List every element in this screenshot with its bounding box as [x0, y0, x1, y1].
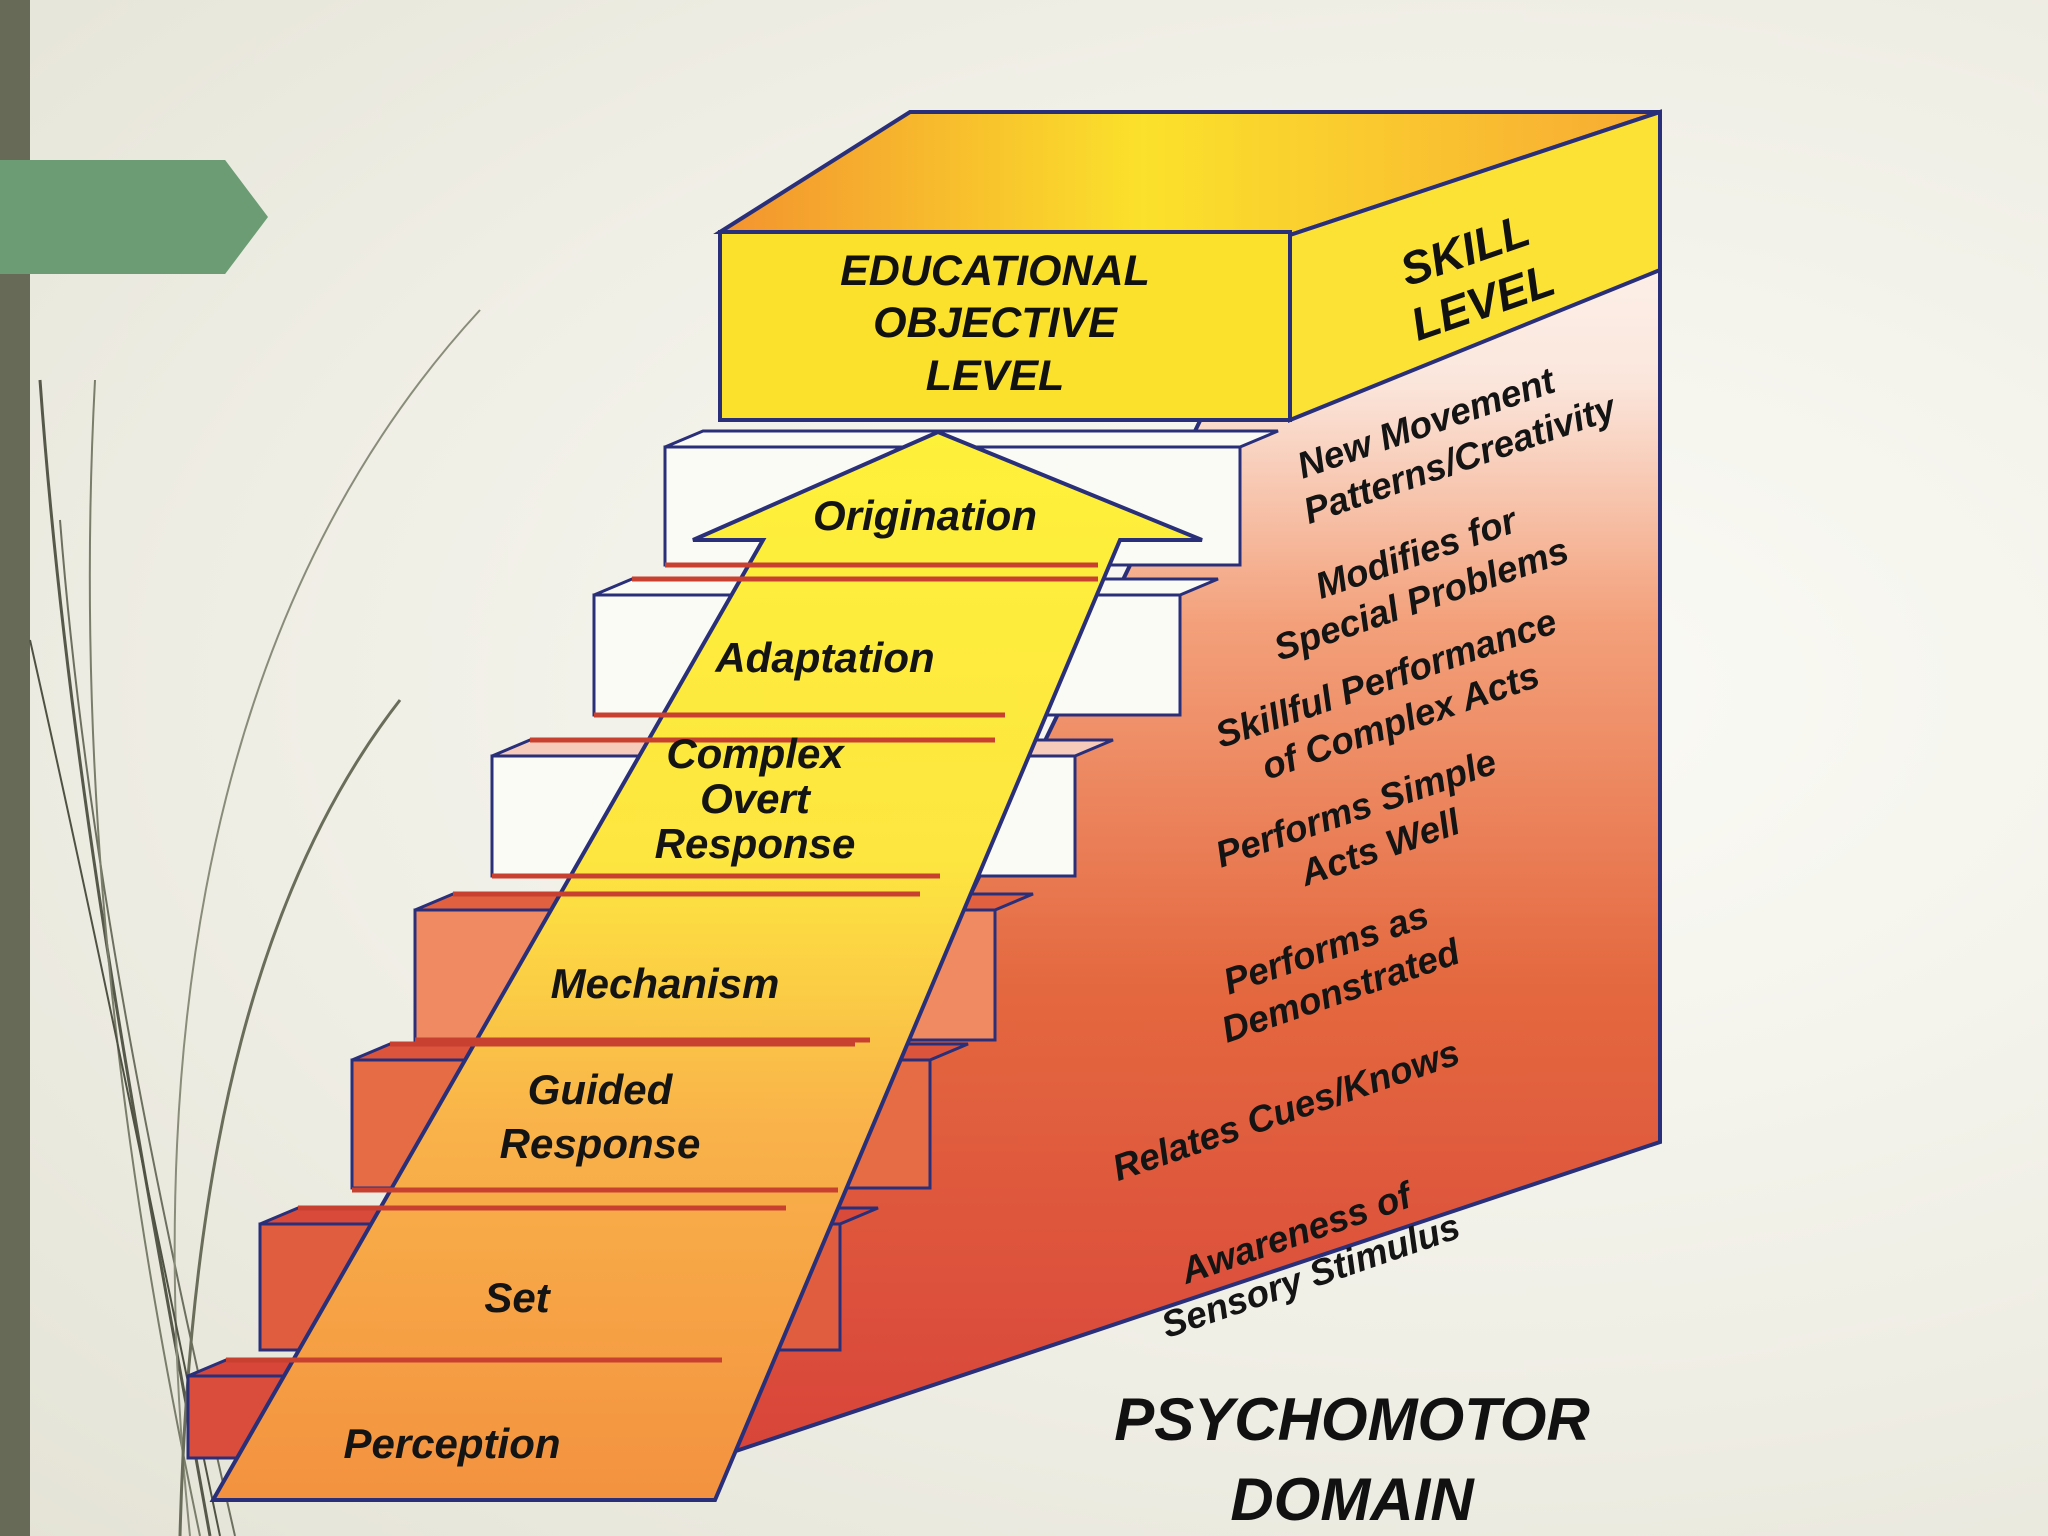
progression-arrow	[209, 429, 1203, 1502]
domain-title-line2: DOMAIN	[1230, 1466, 1475, 1533]
label-complex-line3: Response	[655, 820, 856, 867]
label-adaptation: Adaptation	[714, 634, 934, 681]
objective-labels: Origination Adaptation Complex Overt Res…	[343, 492, 1037, 1467]
objective-heading-line1: EDUCATIONAL	[840, 247, 1150, 295]
objective-heading-line3: LEVEL	[926, 352, 1065, 400]
domain-title-line1: PSYCHOMOTOR	[1114, 1386, 1590, 1453]
arrow-level-lines	[226, 562, 1098, 1363]
label-complex-line2: Overt	[700, 775, 812, 822]
label-set: Set	[484, 1274, 551, 1321]
title-tab	[0, 160, 268, 274]
label-perception: Perception	[343, 1420, 560, 1467]
label-guided-line2: Response	[500, 1120, 701, 1167]
label-mechanism: Mechanism	[551, 960, 780, 1007]
objective-level-heading: EDUCATIONAL OBJECTIVE LEVEL	[840, 247, 1150, 400]
objective-heading-line2: OBJECTIVE	[873, 299, 1118, 347]
header-box	[713, 109, 1662, 423]
label-complex-line1: Complex	[666, 730, 845, 777]
label-guided-line1: Guided	[528, 1066, 674, 1113]
label-origination: Origination	[813, 492, 1037, 539]
domain-title: PSYCHOMOTOR DOMAIN	[1114, 1386, 1590, 1533]
